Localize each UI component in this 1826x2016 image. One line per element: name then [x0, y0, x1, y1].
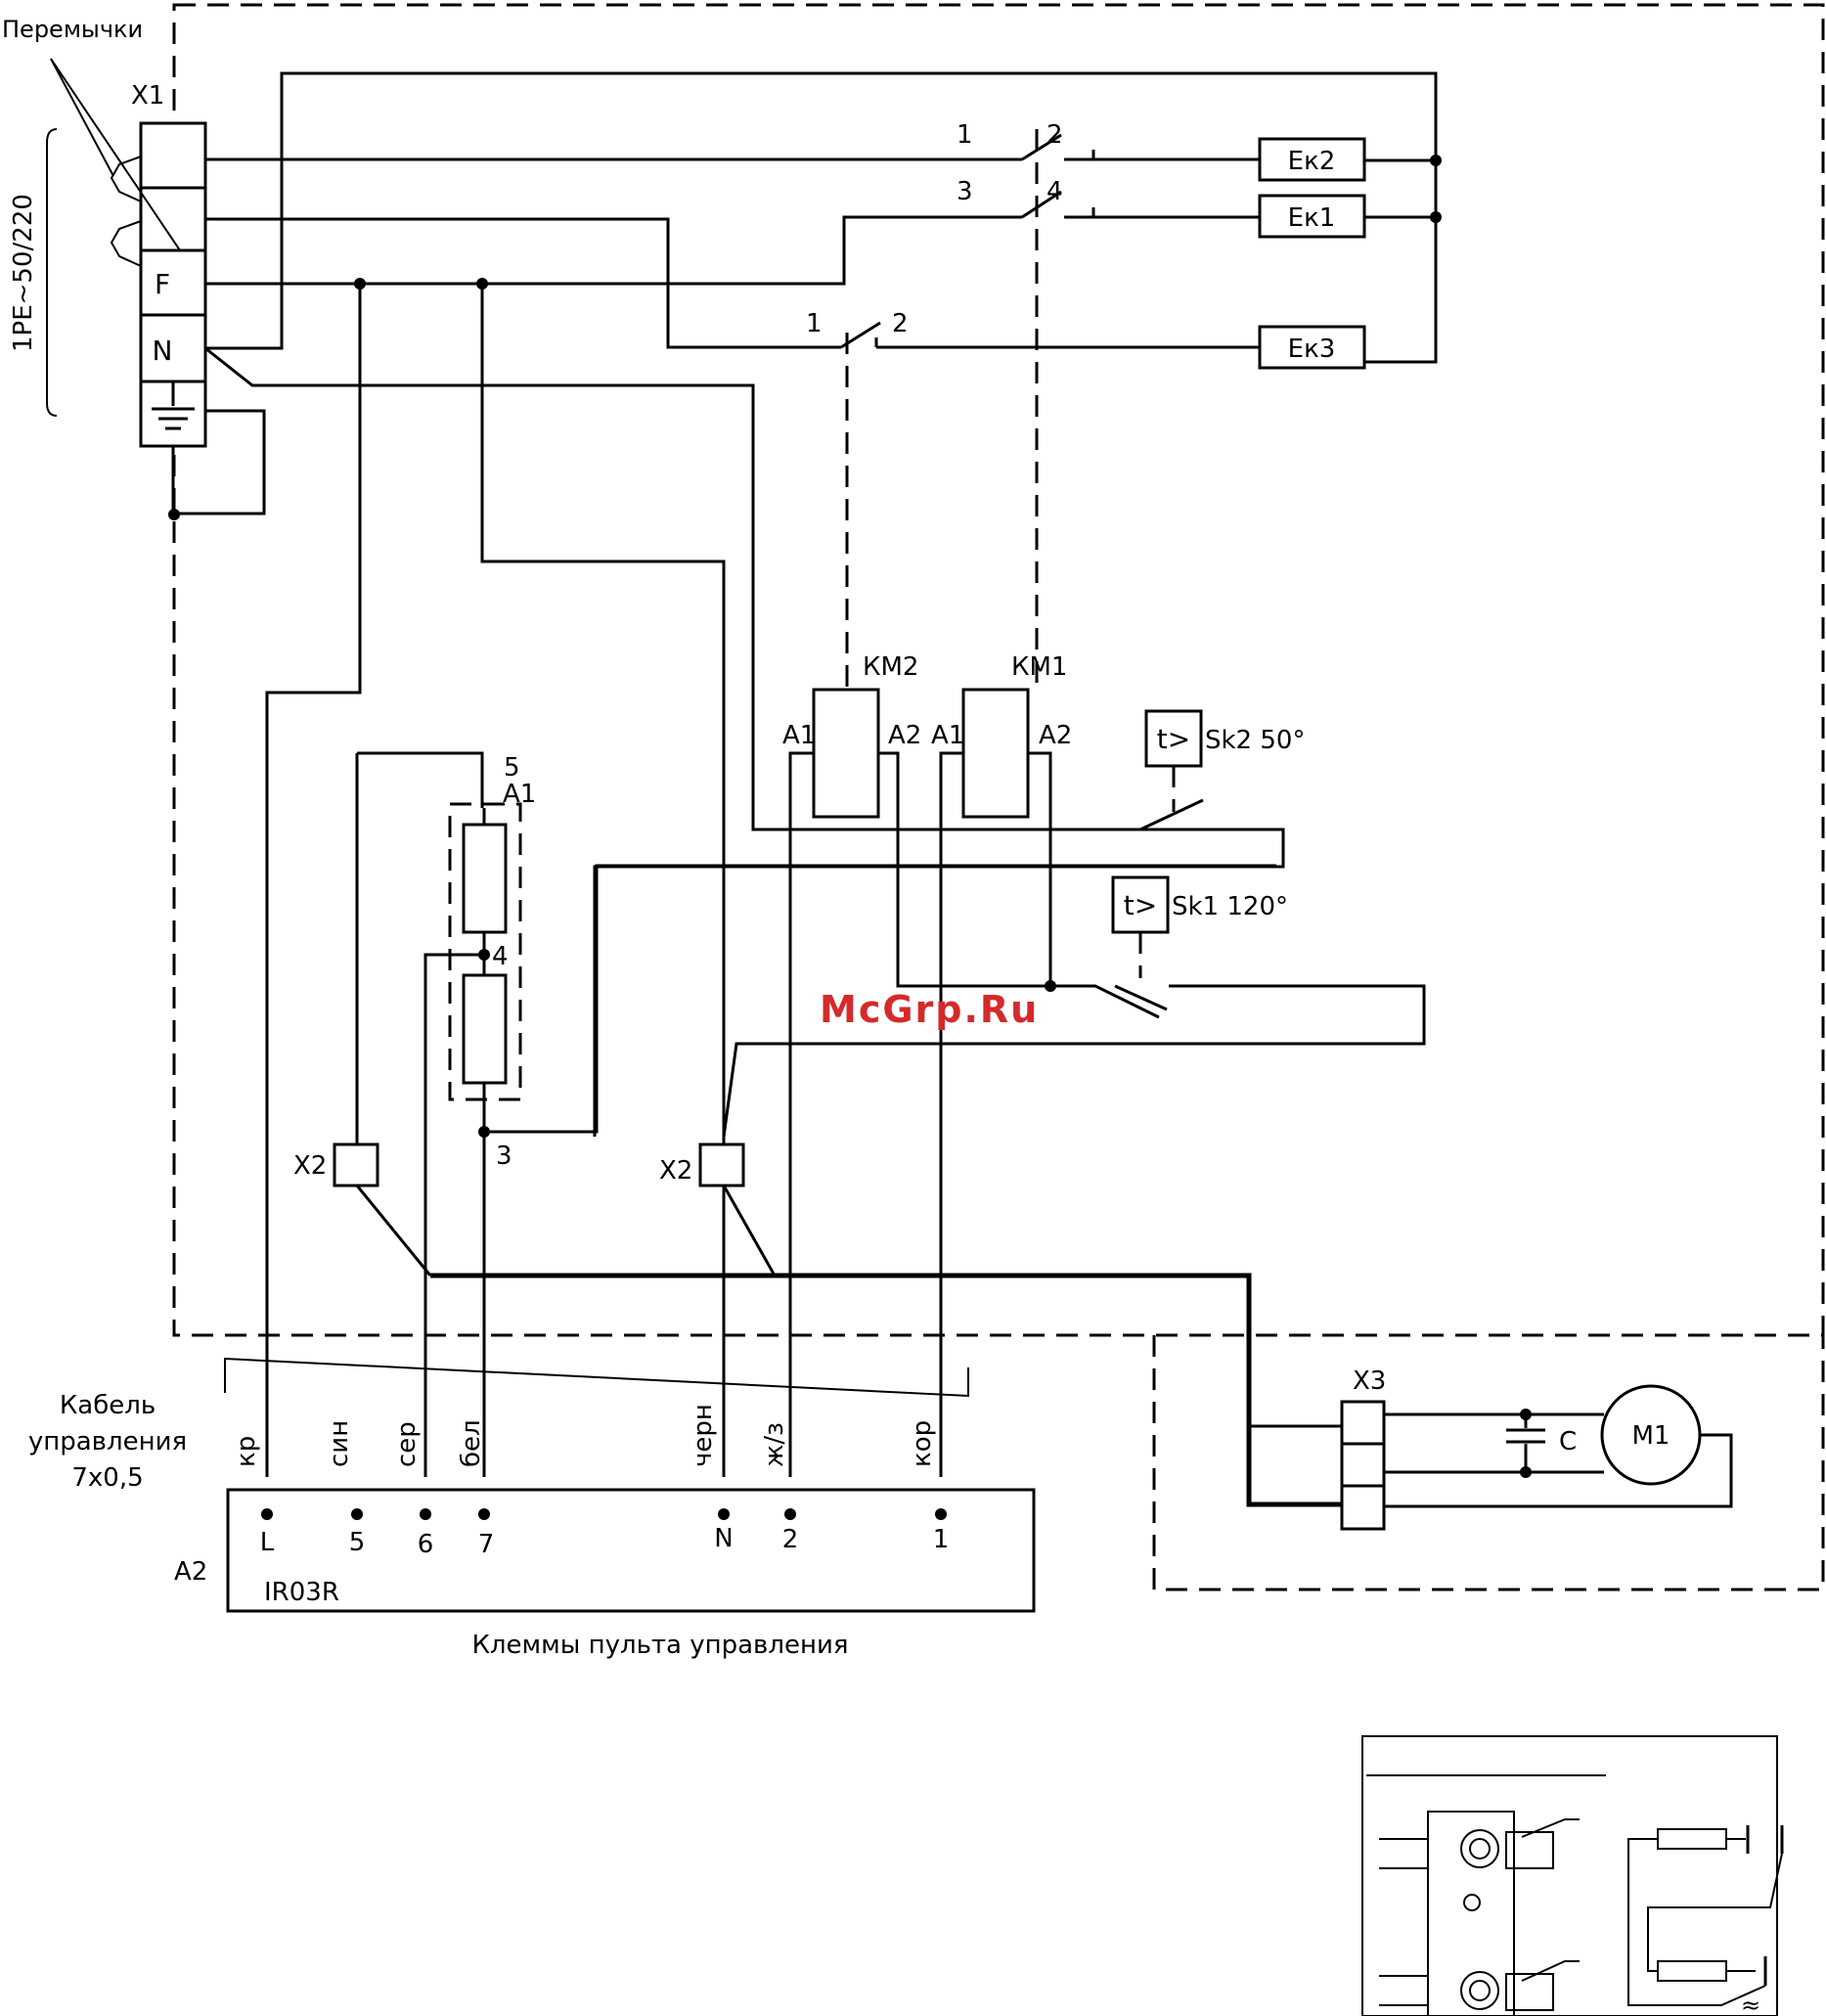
jumpers-label: Перемычки [2, 16, 143, 43]
wire-color-bel: бел [457, 1419, 486, 1467]
controller-model: IR03R [264, 1578, 339, 1607]
a1-module-label: A1 [503, 780, 536, 809]
coil-wiring [357, 753, 1424, 1477]
terminal-l: L [260, 1528, 275, 1557]
sk2-thermostat [595, 711, 1283, 1137]
cable-label-line2: управления [28, 1427, 187, 1456]
ek3-label: Ек3 [1288, 335, 1336, 364]
km2-contact-2: 2 [892, 309, 909, 338]
x1-label: X1 [131, 81, 164, 111]
wire-color-kr: кр [232, 1436, 261, 1467]
km2-coil [814, 690, 878, 817]
sk1-t-symbol: t> [1124, 889, 1157, 921]
x2-right-label: X2 [659, 1156, 692, 1186]
km2-label: КМ2 [863, 652, 918, 682]
km1-a1: A1 [931, 721, 964, 750]
km1-contact-2: 2 [1047, 120, 1063, 150]
watermark: McGrp.Ru [820, 988, 1039, 1031]
cable-label-line1: Кабель [60, 1391, 156, 1420]
km2-contact-1: 1 [806, 309, 823, 338]
cable-label-line3: 7х0,5 [71, 1463, 143, 1493]
motor-label: M1 [1632, 1421, 1670, 1451]
a1-pin-3: 3 [496, 1142, 512, 1171]
x1-terminal-block [141, 123, 205, 446]
a1-pin-4: 4 [492, 942, 509, 971]
a2-label: A2 [174, 1557, 207, 1587]
supply-brace [47, 129, 57, 416]
capacitor-label: C [1559, 1427, 1577, 1456]
mechanical-links [847, 129, 1037, 690]
supply-label: 1PE~50/220 [9, 194, 38, 352]
wire-color-ser: сер [392, 1421, 422, 1467]
inset-approx-symbol: ≈ [1741, 1992, 1760, 2016]
terminal-6: 6 [418, 1530, 434, 1559]
ek2-label: Ек2 [1288, 147, 1336, 176]
panel-caption: Клеммы пульта управления [471, 1631, 848, 1660]
km2-a2: A2 [888, 721, 921, 750]
x2-connector-right [700, 1144, 743, 1186]
wire-color-kor: кор [908, 1420, 937, 1467]
x2-left-label: X2 [293, 1151, 327, 1181]
km2-a1: A1 [782, 721, 816, 750]
x3-label: X3 [1353, 1366, 1386, 1396]
x3-connector [1342, 1402, 1384, 1529]
terminal-5: 5 [349, 1528, 366, 1557]
km1-a2: A2 [1039, 721, 1072, 750]
km1-contact-4: 4 [1047, 177, 1063, 206]
sk1-label: Sk1 120° [1172, 892, 1288, 921]
km1-contact-1: 1 [957, 120, 973, 150]
km1-contact-3: 3 [957, 177, 973, 206]
motor-feed [357, 1186, 1342, 1504]
sk2-t-symbol: t> [1157, 723, 1190, 755]
inset-detail [1362, 1736, 1782, 2016]
terminal-7: 7 [478, 1530, 495, 1559]
km1-label: КМ1 [1011, 652, 1067, 682]
sk2-label: Sk2 50° [1205, 726, 1305, 755]
wire-color-sin: син [325, 1420, 354, 1467]
a1-pin-5: 5 [504, 753, 520, 783]
terminal-f-label: F [155, 268, 170, 300]
x2-connector-left [334, 1144, 378, 1186]
ek1-label: Ек1 [1288, 203, 1336, 233]
terminal-2: 2 [782, 1525, 799, 1554]
wire-color-chern: черн [689, 1404, 718, 1467]
cable-bracket [225, 1359, 968, 1396]
km1-coil [963, 690, 1028, 817]
wire-color-zhz: ж/з [760, 1422, 789, 1467]
terminal-n-label: N [153, 335, 173, 367]
terminal-1: 1 [933, 1525, 950, 1554]
terminal-n: N [714, 1524, 733, 1553]
contactor-contacts [841, 135, 1061, 347]
